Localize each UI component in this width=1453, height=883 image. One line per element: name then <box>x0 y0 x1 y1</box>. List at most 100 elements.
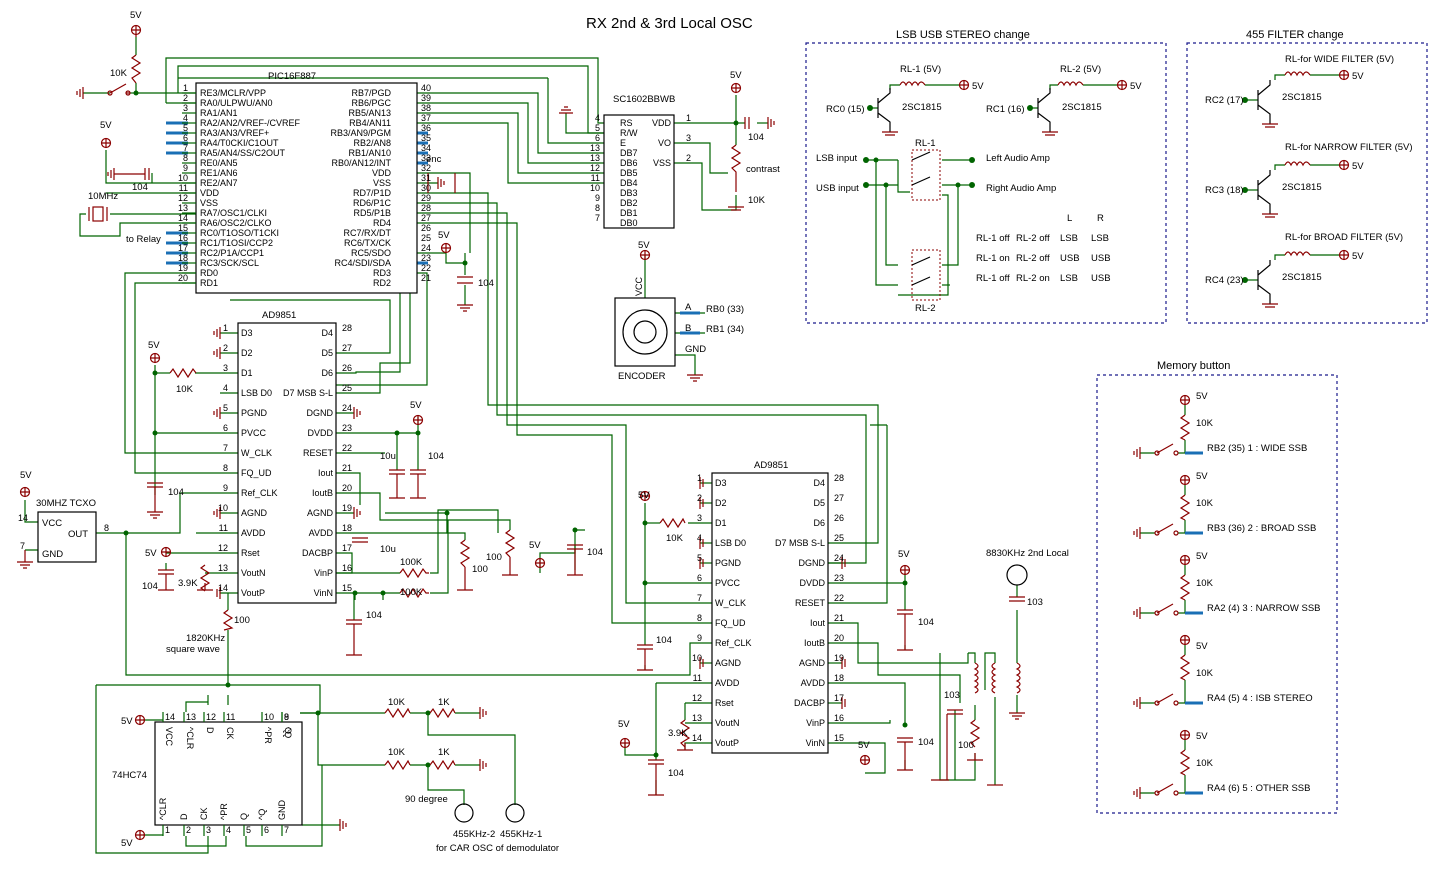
pin-number: 7 <box>697 593 702 603</box>
pin-name: AGND <box>715 658 742 668</box>
filter-rc3: RC3 (18) <box>1205 185 1244 196</box>
pin-name: ^PR <box>263 727 273 744</box>
label-104: 104 <box>142 581 158 592</box>
label-100: 100 <box>486 552 502 563</box>
ff-pins: 14VCC13^CLR12D11CK10^PR9Q8^Q1^CLR2D3CK4^… <box>158 712 293 836</box>
relay-rc1: RC1 (16) <box>986 104 1025 115</box>
pin-name: AVDD <box>241 528 266 538</box>
pin-name: RA7/OSC1/CLKI <box>200 208 267 218</box>
pic-wiring <box>79 37 879 624</box>
pin-number: 11 <box>693 673 702 683</box>
memory-section <box>1096 374 1338 814</box>
pin-number: 30 <box>421 183 431 193</box>
clock-wiring <box>24 500 712 854</box>
label-455-2: 455KHz-2 <box>453 829 495 840</box>
truth-table-cell: USB <box>1091 253 1111 264</box>
relay-rc0: RC0 (15) <box>826 104 865 115</box>
tcxo-out: OUT <box>68 529 88 540</box>
label-5v: 5V <box>638 490 650 501</box>
relay-rl1-label: RL-1 (5V) <box>900 64 941 75</box>
filter-broad: RL-for BROAD FILTER (5V) <box>1285 232 1403 243</box>
lcd-body <box>603 114 675 229</box>
pin-name: Q <box>283 727 293 734</box>
pin-number: 10 <box>264 712 274 722</box>
lcd-name: SC1602BBWB <box>613 94 675 105</box>
pin-name: DB5 <box>620 168 638 178</box>
filter-q: 2SC1815 <box>1282 272 1322 283</box>
label-104: 104 <box>668 768 684 779</box>
relay-left-amp: Left Audio Amp <box>986 153 1050 164</box>
pin-number: 35 <box>421 133 431 143</box>
pin-name: D2 <box>241 348 253 358</box>
pin-name: D3 <box>715 478 727 488</box>
pin-name: RB5/AN13 <box>348 108 391 118</box>
encoder-knob-inner <box>633 320 657 344</box>
pic16f887-body <box>195 82 418 294</box>
relay-wiring <box>866 84 1118 296</box>
label-10u: 10u <box>380 544 396 555</box>
relay-q1: 2SC1815 <box>902 102 942 113</box>
pin-name: PVCC <box>715 578 741 588</box>
filter-section-title: 455 FILTER change <box>1246 29 1344 41</box>
relay-col-r: R <box>1097 213 1104 224</box>
label-100: 100 <box>472 564 488 575</box>
pin-name: D1 <box>241 368 253 378</box>
pin-name: RE0/AN5 <box>200 158 238 168</box>
pin-name: RD6/P1C <box>353 198 392 208</box>
pin-name: CK <box>225 727 235 740</box>
pin-number: 19 <box>834 653 844 663</box>
pin-number: 3 <box>183 103 188 113</box>
label-r10k: 10K <box>748 195 766 206</box>
pin-number: 27 <box>834 493 844 503</box>
pin-name: D <box>205 727 215 734</box>
pin-number: 3 <box>223 363 228 373</box>
pin-name: E <box>620 138 626 148</box>
relay-rl2-label: RL-2 (5V) <box>1060 64 1101 75</box>
pin-name: D6 <box>813 518 825 528</box>
relay-col-l: L <box>1067 213 1072 224</box>
tcxo-pin7: 7 <box>20 541 25 551</box>
pin-number: 13 <box>692 713 702 723</box>
pin-name: PGND <box>715 558 742 568</box>
pin-name: RC1/T1OSI/CCP2 <box>200 238 273 248</box>
label-5v: 5V <box>529 540 541 551</box>
label-455-1: 455KHz-1 <box>500 829 542 840</box>
pin-name: W_CLK <box>241 448 272 458</box>
pin-name: D <box>179 813 189 820</box>
dds1-body <box>237 322 337 604</box>
pin-name: VoutN <box>715 718 740 728</box>
pin-name: RB7/PGD <box>351 88 391 98</box>
pin-number: 4 <box>183 113 188 123</box>
pin-name: AGND <box>241 508 268 518</box>
label-100k: 100K <box>400 557 423 568</box>
pin-number: 17 <box>178 243 188 253</box>
pin-name: Iout <box>318 468 334 478</box>
pin-number: 8 <box>697 613 702 623</box>
pin-name: RB1/AN10 <box>348 148 391 158</box>
label-8830khz: 8830KHz 2nd Local <box>986 548 1069 559</box>
pin-number: 10 <box>178 173 188 183</box>
truth-table-cell: RL-2 on <box>1016 273 1050 284</box>
label-5v: 5V <box>1196 641 1208 652</box>
pin-number: 6 <box>183 133 188 143</box>
pin-number: 14 <box>692 733 702 743</box>
label-5v: 5V <box>100 120 112 131</box>
label-5v: 5V <box>145 548 157 559</box>
pin-name: RC7/RX/DT <box>343 228 391 238</box>
pin-name: PGND <box>241 408 268 418</box>
pin-number: 12 <box>178 193 188 203</box>
pin-number: 24 <box>834 553 844 563</box>
pin-name: DB6 <box>620 158 638 168</box>
label-1820khz: 1820KHz <box>186 633 225 644</box>
pin-name: VSS <box>373 178 391 188</box>
pin-number: 10 <box>218 503 228 513</box>
pin-number: 7 <box>284 825 289 835</box>
filter-section <box>1186 42 1428 324</box>
pin-name: ^CLR <box>185 727 195 750</box>
pin-number: 11 <box>219 523 228 533</box>
pic-name: PIC16F887 <box>268 71 316 82</box>
pin-number: 12 <box>692 693 702 703</box>
pin-name: DACBP <box>302 548 333 558</box>
pin-number: 27 <box>421 213 431 223</box>
